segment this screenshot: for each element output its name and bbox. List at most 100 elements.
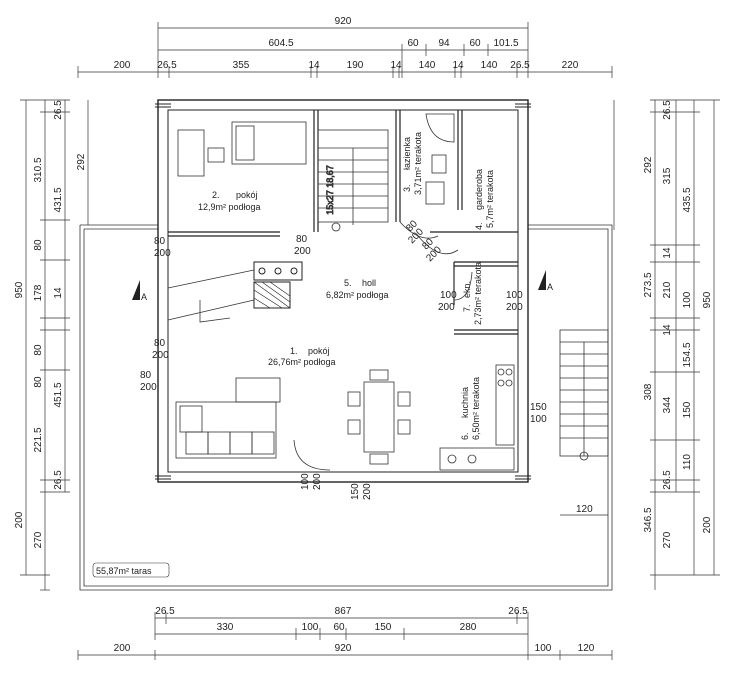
door-label: 80 <box>154 338 166 349</box>
door-label: 200 <box>362 483 373 500</box>
sofa <box>175 377 281 459</box>
dim-bottom-label: 330 <box>217 622 234 633</box>
dim-top-label: 60 <box>407 38 419 49</box>
door-label: 200 <box>140 382 157 393</box>
dim-top-label: 60 <box>469 38 481 49</box>
dim-top-label: 140 <box>419 60 436 71</box>
door-label: 80 <box>140 370 152 381</box>
outer-walls <box>155 99 531 483</box>
dim-left-label: 80 <box>33 344 44 356</box>
bed <box>231 121 307 165</box>
dim-top-label: 26.5 <box>157 60 177 71</box>
door-label: 200 <box>312 473 323 490</box>
door-swings <box>293 221 473 471</box>
dim-bottom-label: 26.5 <box>508 606 528 617</box>
dim-right-label: 26.5 <box>662 470 673 490</box>
dim-left-label: 431.5 <box>53 187 64 212</box>
dim-left-label: 26.5 <box>53 100 64 120</box>
dim-left-label: 310.5 <box>33 157 44 182</box>
dim-bottom-label: 100 <box>535 643 552 654</box>
room-label-5: 5. holl 6,82m² podłoga <box>326 278 389 300</box>
wardrobe-room2 <box>177 129 225 177</box>
left-dimensions: 26.5 310.5 431.5 80 178 14 80 80 451.5 2… <box>14 99 89 591</box>
dim-left-label: 221.5 <box>33 427 44 452</box>
dim-bottom-label: 120 <box>578 643 595 654</box>
exterior-stairs <box>559 329 609 461</box>
dim-top-label: 14 <box>452 60 464 71</box>
dim-right-label: 210 <box>662 281 673 298</box>
dim-bottom-label: 920 <box>335 643 352 654</box>
bottom-dimensions: 26.5 867 26.5 330 100 60 150 280 200 920… <box>77 606 613 660</box>
dim-bottom-label: 280 <box>460 622 477 633</box>
fireplace <box>167 261 303 323</box>
log-corner-marks <box>155 103 531 480</box>
dim-top-label: 14 <box>308 60 320 71</box>
section-letter: A <box>141 292 147 302</box>
room-label-7: 7. ekn. 2,73m² terakota <box>462 262 483 325</box>
dim-right-label: 315 <box>662 167 673 184</box>
room-area: 6,50m² terakota <box>471 377 481 440</box>
room-area: 6,82m² podłoga <box>326 290 389 300</box>
dim-top-label: 14 <box>390 60 402 71</box>
dim-bottom-label: 200 <box>114 643 131 654</box>
right-dimensions: 26.5 292 315 435.5 273.5 14 210 100 950 … <box>613 99 720 590</box>
door-label: 200 <box>152 350 169 361</box>
dim-left-label: 292 <box>76 153 87 170</box>
terrace-label: 55,87m² taras <box>96 566 152 576</box>
room-area: 2,73m² terakota <box>473 262 483 325</box>
dim-bottom-label: 26.5 <box>155 606 175 617</box>
door-label: 100 <box>506 290 523 301</box>
dim-right-label: 150 <box>682 401 693 418</box>
door-label: 200 <box>154 248 171 259</box>
room-name: garderoba <box>474 169 484 210</box>
door-label: 200 <box>506 302 523 313</box>
dim-top-total: 920 <box>335 16 352 27</box>
dim-top-label: 220 <box>562 60 579 71</box>
dim-right-label: 435.5 <box>682 187 693 212</box>
dim-right-label: 292 <box>643 156 654 173</box>
interior-stairs: 15x27 18,67 <box>317 129 389 232</box>
dining-table <box>347 369 411 465</box>
door-label: 100 <box>300 473 311 490</box>
room-label-2: 2. pokój 12,9m² podłoga <box>198 190 261 212</box>
dim-left-label: 80 <box>33 376 44 388</box>
dim-right-label: 346.5 <box>643 507 654 532</box>
door-label: 80 <box>296 234 308 245</box>
dim-right-label: 308 <box>643 383 654 400</box>
dim-right-label: 26.5 <box>662 100 673 120</box>
room-number: 7. <box>462 304 472 312</box>
stairs-label: 15x27 18,67 <box>325 165 335 215</box>
section-letter: A <box>547 282 553 292</box>
door-label: 120 <box>576 504 593 515</box>
dim-left-label: 80 <box>33 239 44 251</box>
dim-top-label: 200 <box>114 60 131 71</box>
room-name: holl <box>362 278 376 288</box>
room-name: pokój <box>308 346 330 356</box>
room-name: kuchnia <box>460 387 470 418</box>
room-number: 5. <box>344 278 352 288</box>
dim-right-label: 100 <box>682 291 693 308</box>
door-label: 150 <box>530 402 547 413</box>
dim-right-label: 110 <box>682 454 693 470</box>
door-label: 100 <box>440 290 457 301</box>
room-label-6: 6. kuchnia 6,50m² terakota <box>460 377 481 440</box>
dim-top-label: 140 <box>481 60 498 71</box>
dim-right-label: 154.5 <box>682 342 693 367</box>
dim-right-label: 273.5 <box>643 272 654 297</box>
room-number: 2. <box>212 190 220 200</box>
dim-right-label: 950 <box>702 291 713 308</box>
room-area: 12,9m² podłoga <box>198 202 261 212</box>
dim-left-label: 26.5 <box>53 470 64 490</box>
room-name: łazienka <box>402 137 412 170</box>
dim-left-label: 14 <box>53 287 64 299</box>
dim-top-label: 94 <box>438 38 450 49</box>
dim-right-label: 344 <box>662 396 673 413</box>
door-labels: 80 200 80 200 80 200 80 200 80 200 80 20… <box>140 218 608 516</box>
bathroom-fixtures <box>425 113 455 205</box>
door-label: 100 <box>530 414 547 425</box>
room-name: ekn. <box>462 281 472 298</box>
room-label-1: 1. pokój 26,76m² podłoga <box>268 346 336 367</box>
section-mark-left: A <box>132 280 147 302</box>
dim-top-label: 101.5 <box>493 38 518 49</box>
